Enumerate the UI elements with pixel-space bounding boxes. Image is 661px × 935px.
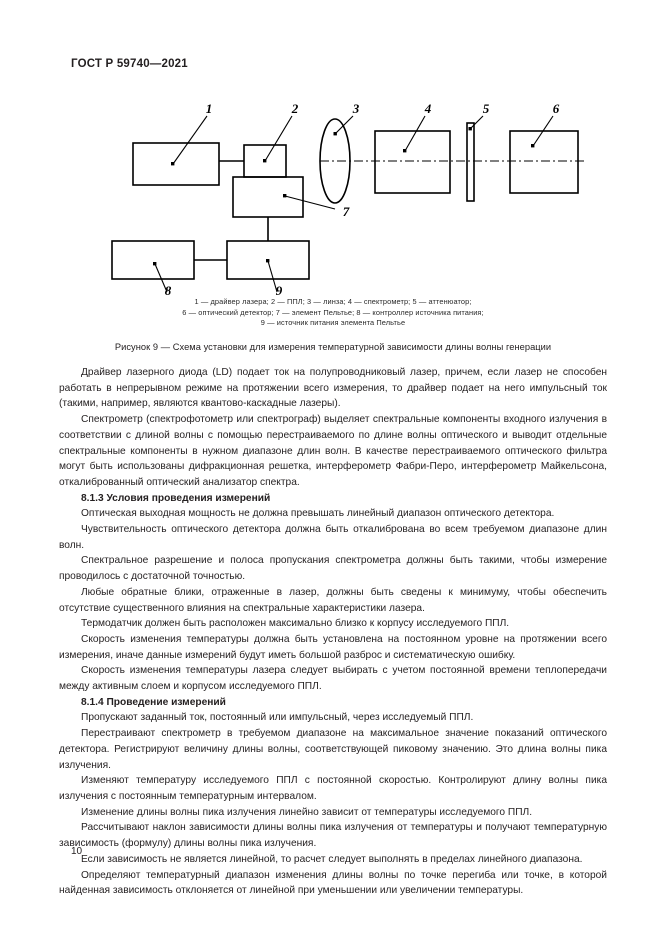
callout-8: 8 xyxy=(165,283,172,296)
body-paragraph: Термодатчик должен быть расположен макси… xyxy=(81,618,510,630)
section-heading: 8.1.4 Проведение измерений xyxy=(81,696,226,708)
callout-2: 2 xyxy=(291,101,299,116)
body-paragraph: Спектрометр (спектрофотометр или спектро… xyxy=(59,414,607,488)
body-paragraph: Если зависимость не является линейной, т… xyxy=(81,853,583,865)
section-heading: 8.1.3 Условия проведения измерений xyxy=(81,492,271,504)
figure-legend-line-1: 1 — драйвер лазера; 2 — ППЛ; 3 — линза; … xyxy=(194,297,472,306)
body-paragraph: Скорость изменения температуры лазера сл… xyxy=(59,665,607,693)
body-paragraph: Любые обратные блики, отраженные в лазер… xyxy=(59,586,607,614)
body-paragraph: Рассчитывают наклон зависимости длины во… xyxy=(59,822,607,850)
callout-9: 9 xyxy=(276,283,283,296)
document-standard-header: ГОСТ Р 59740—2021 xyxy=(71,58,188,70)
leader-6 xyxy=(532,115,554,147)
callout-1: 1 xyxy=(206,101,213,116)
box-peltier-power-supply xyxy=(226,240,310,280)
lens-ellipse xyxy=(319,118,351,204)
leader-3 xyxy=(334,115,354,135)
body-paragraph: Изменяют температуру исследуемого ППЛ с … xyxy=(59,775,607,802)
leader-4 xyxy=(404,115,426,152)
leader-8 xyxy=(154,263,168,293)
schematic-svg: 1 2 3 4 5 6 7 8 9 xyxy=(111,101,585,296)
body-paragraph: Чувствительность оптического детектора д… xyxy=(59,524,607,551)
body-paragraph: Оптическая выходная мощность не должна п… xyxy=(81,508,555,520)
box-spectrometer xyxy=(374,130,451,194)
callout-7: 7 xyxy=(343,204,350,219)
plate-attenuator xyxy=(466,122,475,202)
body-paragraph: Изменение длины волны пика излучения лин… xyxy=(81,806,533,818)
body-text-column: Драйвер лазерного диода (LD) подает ток … xyxy=(59,365,607,899)
figure-legend-line-2: 6 — оптический детектор; 7 — элемент Пел… xyxy=(182,307,484,317)
leader-5 xyxy=(469,115,484,130)
body-paragraph: Скорость изменения температуры должна бы… xyxy=(59,633,607,661)
box-peltier-element xyxy=(232,176,304,218)
leader-1 xyxy=(172,115,208,165)
figure-legend-line-3: 9 — источник питания элемента Пельтье xyxy=(260,318,406,328)
figure-9-schematic: 1 2 3 4 5 6 7 8 9 xyxy=(55,86,610,296)
leader-dots xyxy=(153,127,535,266)
figure-caption: Рисунок 9 — Схема установки для измерени… xyxy=(114,342,552,352)
callout-6: 6 xyxy=(553,101,560,116)
body-paragraph: Пропускают заданный ток, постоянный или … xyxy=(81,712,474,724)
leader-2 xyxy=(264,115,293,162)
page-number: 10 xyxy=(71,846,83,857)
callout-4: 4 xyxy=(424,101,432,116)
box-psu-controller xyxy=(111,240,195,280)
box-laser-driver xyxy=(132,142,220,186)
figure-legend: 1 — драйвер лазера; 2 — ППЛ; 3 — линза; … xyxy=(55,297,611,329)
callout-5: 5 xyxy=(483,101,490,116)
leader-7 xyxy=(284,195,336,210)
callout-labels: 1 2 3 4 5 6 7 8 9 xyxy=(165,101,560,296)
box-optical-detector xyxy=(509,130,579,194)
body-paragraph: Определяют температурный диапазон измене… xyxy=(59,869,607,897)
callout-3: 3 xyxy=(352,101,360,116)
leader-9 xyxy=(267,260,278,293)
body-paragraph: Драйвер лазерного диода (LD) подает ток … xyxy=(59,367,607,410)
body-paragraph: Спектральное разрешение и полоса пропуск… xyxy=(59,555,607,583)
body-paragraph: Перестраивают спектрометр в требуемом ди… xyxy=(59,728,607,771)
